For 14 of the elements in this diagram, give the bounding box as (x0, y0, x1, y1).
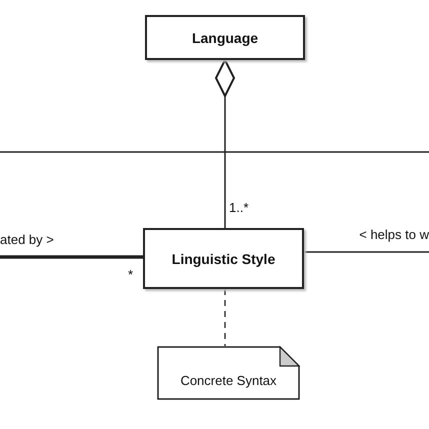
multiplicity-label: * (128, 268, 134, 281)
association-line (0, 255, 143, 259)
node-label: Linguistic Style (172, 250, 276, 266)
node-label: Concrete Syntax (180, 372, 277, 388)
class-box (145, 15, 305, 60)
node-label: Language (192, 30, 258, 46)
edge-label: ated by > (0, 233, 54, 246)
association-line (304, 251, 429, 253)
association-line (215, 59, 235, 228)
edge-label: < helps to w (359, 228, 429, 241)
class-box (143, 228, 304, 289)
dashed-connector (224, 289, 226, 346)
multiplicity-label: 1..* (229, 201, 249, 214)
note (157, 346, 300, 400)
